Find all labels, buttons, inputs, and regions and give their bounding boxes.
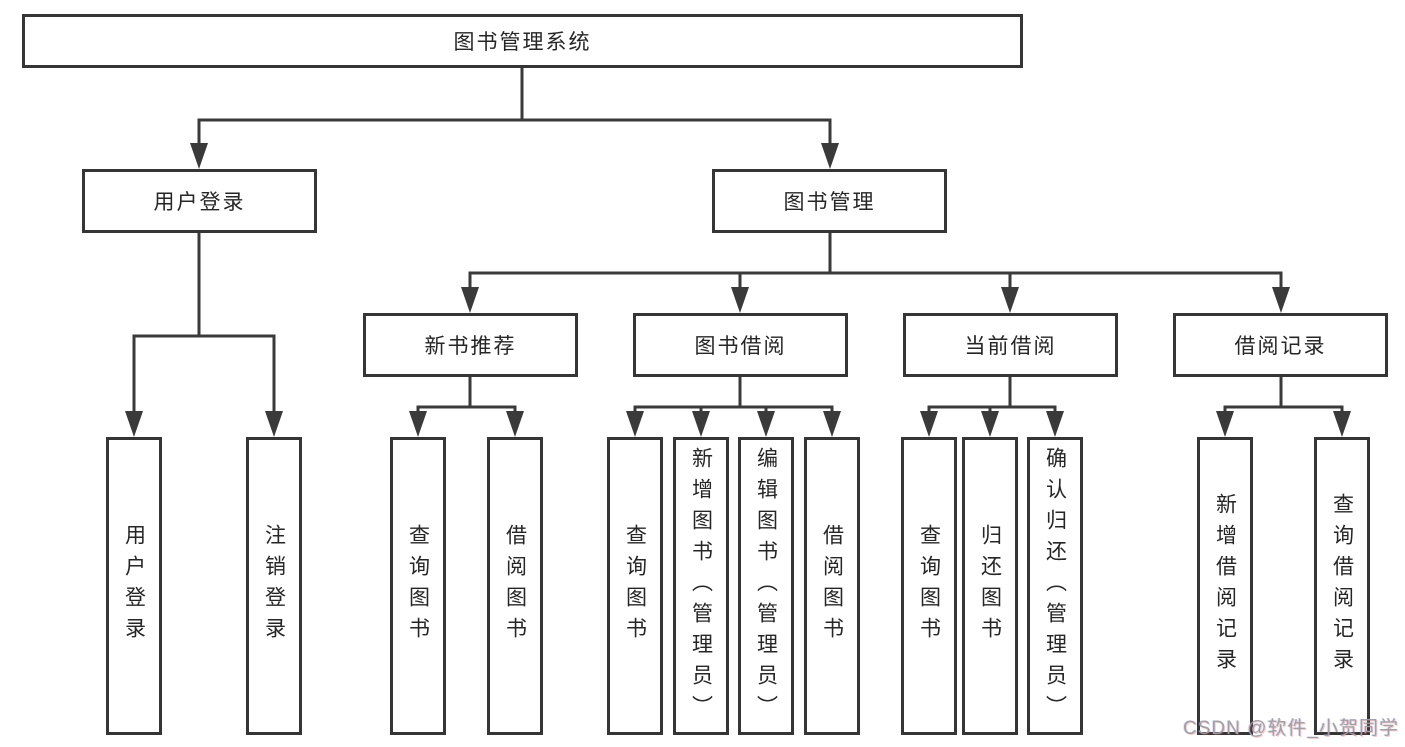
leaf-add-borrow-record: 新增借阅记录 [1197,437,1253,735]
node-book-management: 图书管理 [712,169,947,233]
leaf-borrow-book-newbook-label: 借阅图书 [503,524,527,648]
leaf-logout: 注销登录 [246,437,302,735]
leaf-query-borrow-record: 查询借阅记录 [1314,437,1370,735]
node-borrow-records: 借阅记录 [1173,313,1388,377]
leaf-return-book-label: 归还图书 [978,524,1002,648]
leaf-user-login: 用户登录 [106,437,162,735]
node-current-borrow: 当前借阅 [903,313,1118,377]
node-book-borrow-label: 图书借阅 [694,335,787,358]
node-book-management-label: 图书管理 [783,191,876,214]
node-borrow-records-label: 借阅记录 [1234,335,1327,358]
node-root-system: 图书管理系统 [22,14,1023,68]
leaf-add-book-admin-label: 新增图书（管理员） [689,446,713,726]
leaf-borrow-book-newbook: 借阅图书 [487,437,543,735]
leaf-edit-book-admin: 编辑图书（管理员） [738,437,794,735]
node-book-borrow: 图书借阅 [633,313,848,377]
leaf-borrow-book-label: 借阅图书 [820,524,844,648]
csdn-watermark: CSDN @软件_小贺同学 [1183,718,1399,739]
node-user-login: 用户登录 [82,169,317,233]
node-new-book-recommend: 新书推荐 [363,313,578,377]
leaf-query-borrow-record-label: 查询借阅记录 [1330,493,1354,679]
leaf-logout-label: 注销登录 [262,524,286,648]
leaf-edit-book-admin-label: 编辑图书（管理员） [754,446,778,726]
leaf-query-book-newbook: 查询图书 [390,437,446,735]
leaf-query-book-current: 查询图书 [901,437,957,735]
node-new-book-recommend-label: 新书推荐 [424,335,517,358]
node-user-login-label: 用户登录 [153,191,246,214]
leaf-confirm-return-admin-label: 确认归还（管理员） [1043,446,1067,726]
node-current-borrow-label: 当前借阅 [964,335,1057,358]
leaf-query-book-borrow: 查询图书 [607,437,663,735]
leaf-user-login-label: 用户登录 [122,524,146,648]
leaf-confirm-return-admin: 确认归还（管理员） [1027,437,1083,735]
leaf-borrow-book: 借阅图书 [804,437,860,735]
leaf-query-book-newbook-label: 查询图书 [406,524,430,648]
node-root-label: 图书管理系统 [453,31,592,54]
leaf-add-borrow-record-label: 新增借阅记录 [1213,493,1237,679]
leaf-add-book-admin: 新增图书（管理员） [673,437,729,735]
leaf-return-book: 归还图书 [962,437,1018,735]
leaf-query-book-current-label: 查询图书 [917,524,941,648]
leaf-query-book-borrow-label: 查询图书 [623,524,647,648]
